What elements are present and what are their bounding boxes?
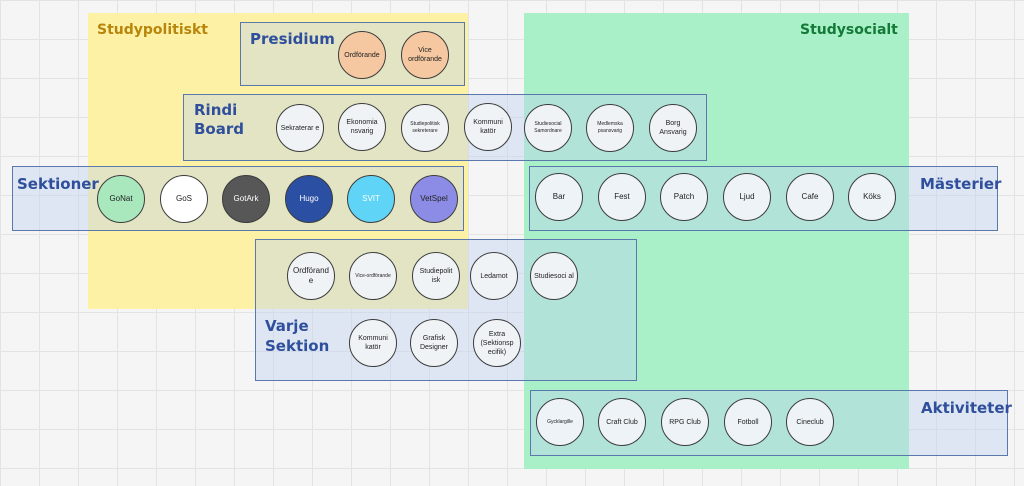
sektion-hugo-node[interactable]: Hugo (285, 175, 333, 223)
studypolitiskt-label: Studypolitiskt (97, 22, 208, 38)
sektion-svit-node[interactable]: SVIT (347, 175, 395, 223)
sektion-gos-node[interactable]: GoS (160, 175, 208, 223)
masteri-ljud-node[interactable]: Ljud (723, 173, 771, 221)
masteri-fest-node[interactable]: Fest (598, 173, 646, 221)
presidium-ordforande-node[interactable]: Ordförande (338, 31, 386, 79)
rindi-kommunikator-node[interactable]: Kommuni katör (464, 103, 512, 151)
varje-studiepolitisk-node[interactable]: Studiepolit isk (412, 252, 460, 300)
masterier-title: Mästerier (920, 175, 1002, 193)
aktivitet-cineclub-node[interactable]: Cineclub (786, 398, 834, 446)
rindi-board-title-line1: Rindi (194, 101, 238, 119)
rindi-board-title-line2: Board (194, 120, 244, 138)
varje-vice-ordforande-node[interactable]: Vice-ordförande (349, 252, 397, 300)
aktivitet-rpg-club-node[interactable]: RPG Club (661, 398, 709, 446)
rindi-studiesocial-samordnare-node[interactable]: Studiesocial Samordnare (524, 104, 572, 152)
aktiviteter-title: Aktiviteter (921, 399, 1012, 417)
aktivitet-craft-club-node[interactable]: Craft Club (598, 398, 646, 446)
varje-kommunikator-node[interactable]: Kommuni katör (349, 319, 397, 367)
masteri-patch-node[interactable]: Patch (660, 173, 708, 221)
varje-sektion-title-line1: Varje (265, 317, 309, 335)
varje-grafisk-designer-node[interactable]: Grafisk Designer (410, 319, 458, 367)
varje-extra-sektionsspecifik-node[interactable]: Extra (Sektionsp ecifik) (473, 319, 521, 367)
masteri-koks-node[interactable]: Köks (848, 173, 896, 221)
rindi-sekreterare-node[interactable]: Sekraterar e (276, 104, 324, 152)
rindi-medlemskapsansvarig-node[interactable]: Medlemska psansvarig (586, 104, 634, 152)
varje-ledamot-node[interactable]: Ledamot (470, 252, 518, 300)
sektioner-title: Sektioner (17, 175, 99, 193)
varje-sektion-title-line2: Sektion (265, 337, 330, 355)
presidium-vice-ordforande-node[interactable]: Vice ordförande (401, 31, 449, 79)
rindi-borg-ansvarig-node[interactable]: Borg Ansvarig (649, 104, 697, 152)
studysocialt-zone (524, 13, 909, 469)
sektion-vetspel-node[interactable]: VetSpel (410, 175, 458, 223)
aktivitet-gycklargille-node[interactable]: Gycklargille (536, 398, 584, 446)
masteri-cafe-node[interactable]: Cafe (786, 173, 834, 221)
masteri-bar-node[interactable]: Bar (535, 173, 583, 221)
presidium-title: Presidium (250, 30, 335, 48)
studysocialt-label: Studysocialt (800, 22, 898, 38)
aktivitet-fotboll-node[interactable]: Fotboll (724, 398, 772, 446)
rindi-ekonomiansvarig-node[interactable]: Ekonomia nsvarig (338, 103, 386, 151)
rindi-studiepolitisk-sekreterare-node[interactable]: Studiepolitisk sekreterare (401, 104, 449, 152)
varje-studiesocial-node[interactable]: Studiesoci al (530, 252, 578, 300)
sektion-gonat-node[interactable]: GoNat (97, 175, 145, 223)
varje-ordforande-node[interactable]: Ordförande (287, 252, 335, 300)
sektion-gotark-node[interactable]: GotArk (222, 175, 270, 223)
